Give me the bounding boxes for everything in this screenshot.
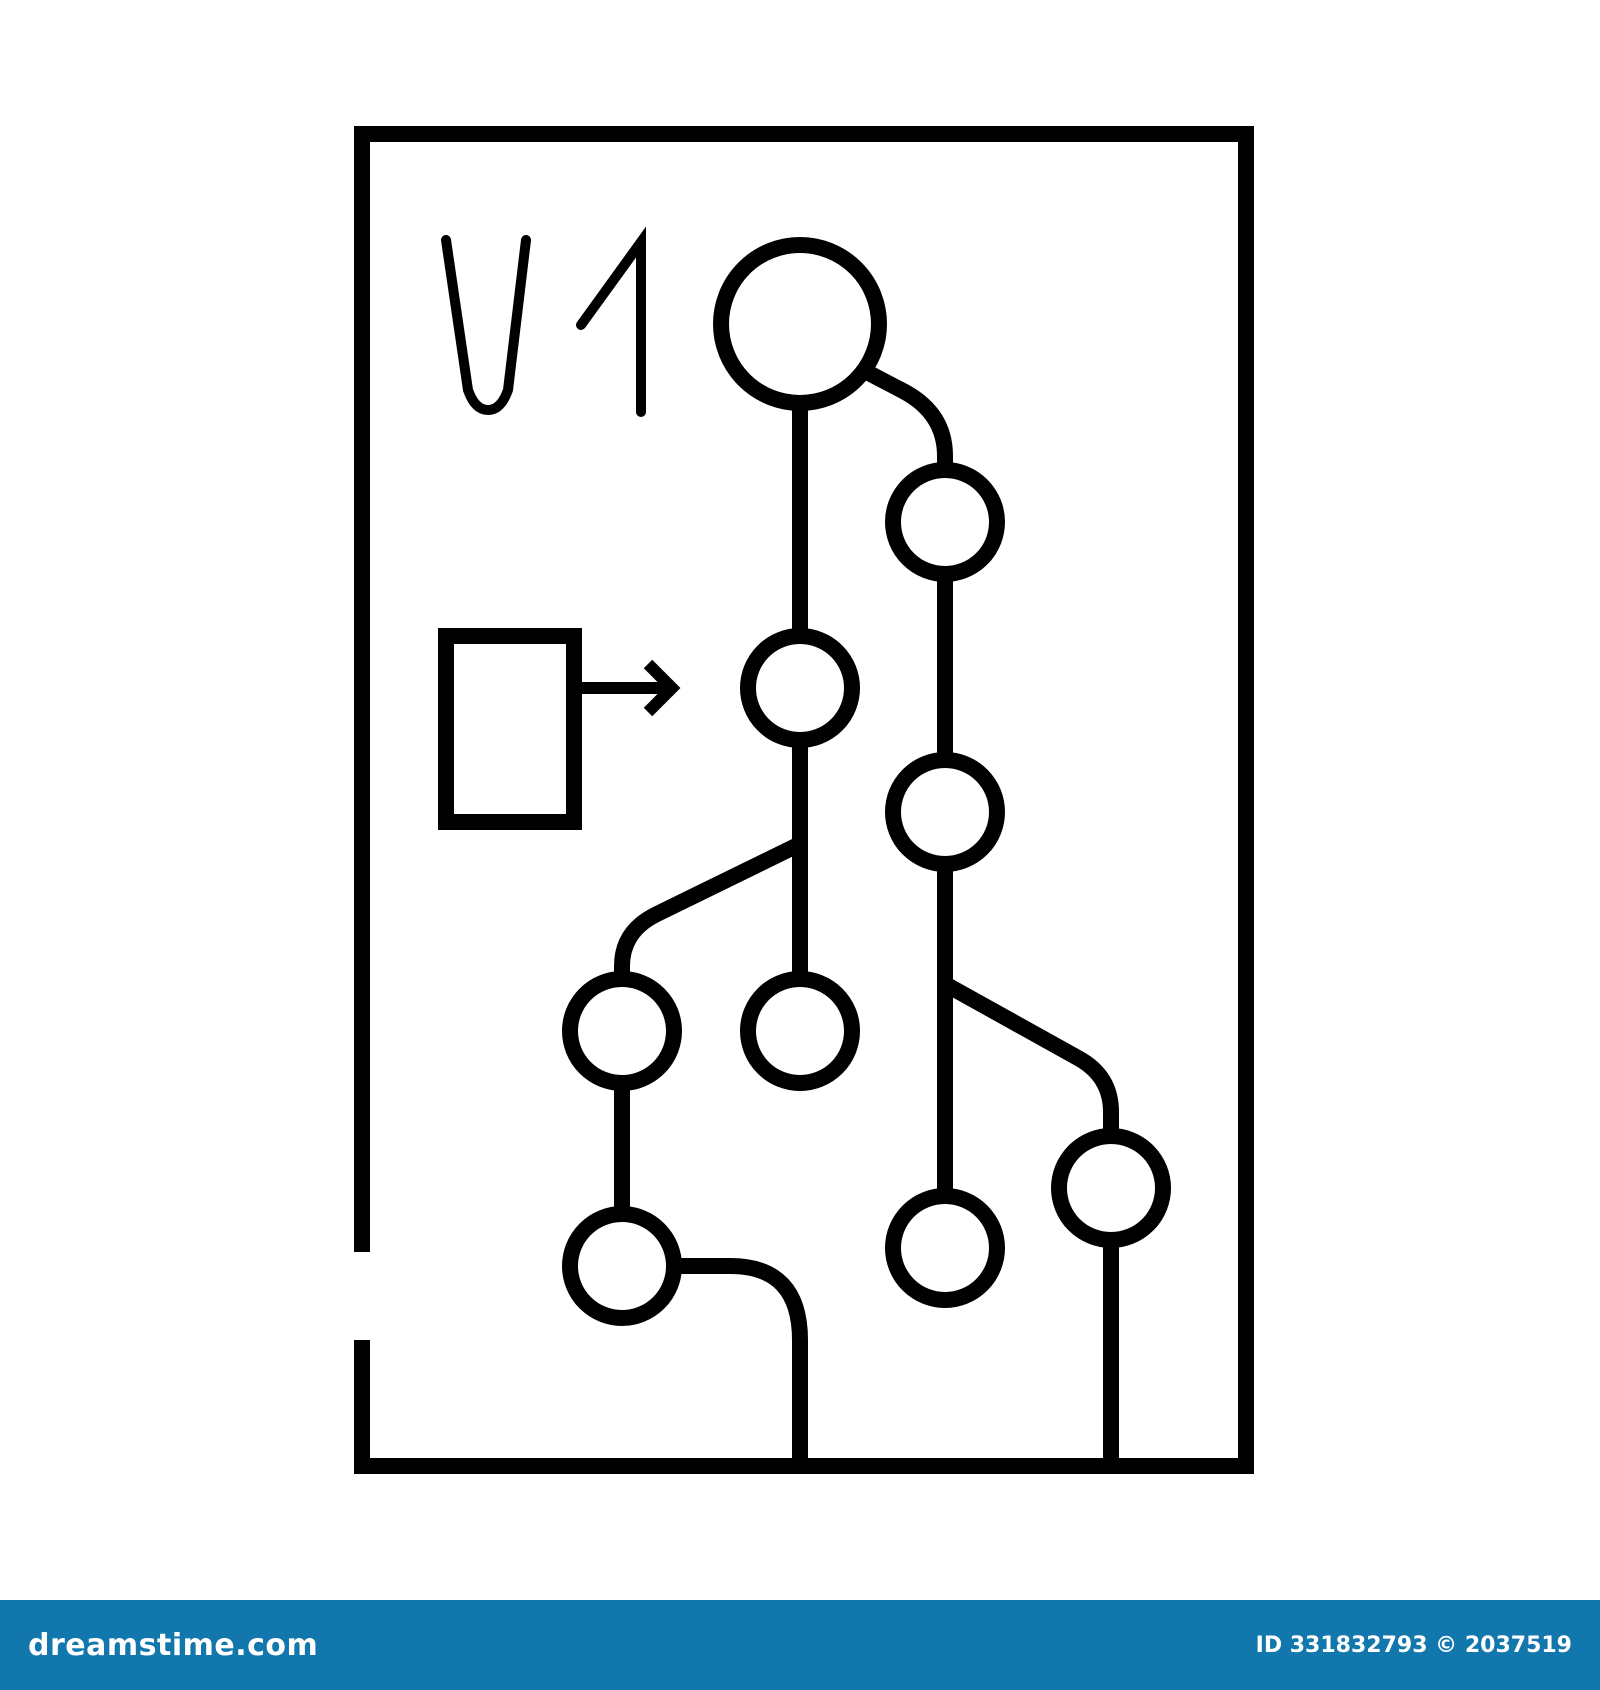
branch-line-right [857,361,953,466]
branch-nodes [562,237,1171,1326]
version-tree-diagram: V1 [354,126,1254,1474]
version-label-v1 [441,226,646,417]
right-arrow-icon [574,659,681,717]
circle-node-icon [1051,1128,1171,1248]
circle-node-icon [562,1206,682,1326]
rectangle-block-icon [438,628,582,830]
document-frame [354,126,1254,1474]
circle-node-icon [562,971,682,1091]
branch-line-fork-left [614,836,804,984]
branch-line-fork-right [941,977,1119,1132]
branch-line-bottom-curve [680,1258,808,1466]
circle-node-icon [885,1188,1005,1308]
circle-node-icon [740,628,860,748]
circle-node-icon [740,971,860,1091]
circle-node-icon [885,752,1005,872]
root-node-icon [713,237,887,411]
brand-watermark: dreamstime.com [28,1627,319,1663]
stock-footer: dreamstime.com ID 331832793 © 2037519 [0,1600,1600,1690]
stock-id: ID 331832793 © 2037519 [1255,1632,1572,1658]
branch-lines [614,361,1119,1466]
circle-node-icon [885,462,1005,582]
